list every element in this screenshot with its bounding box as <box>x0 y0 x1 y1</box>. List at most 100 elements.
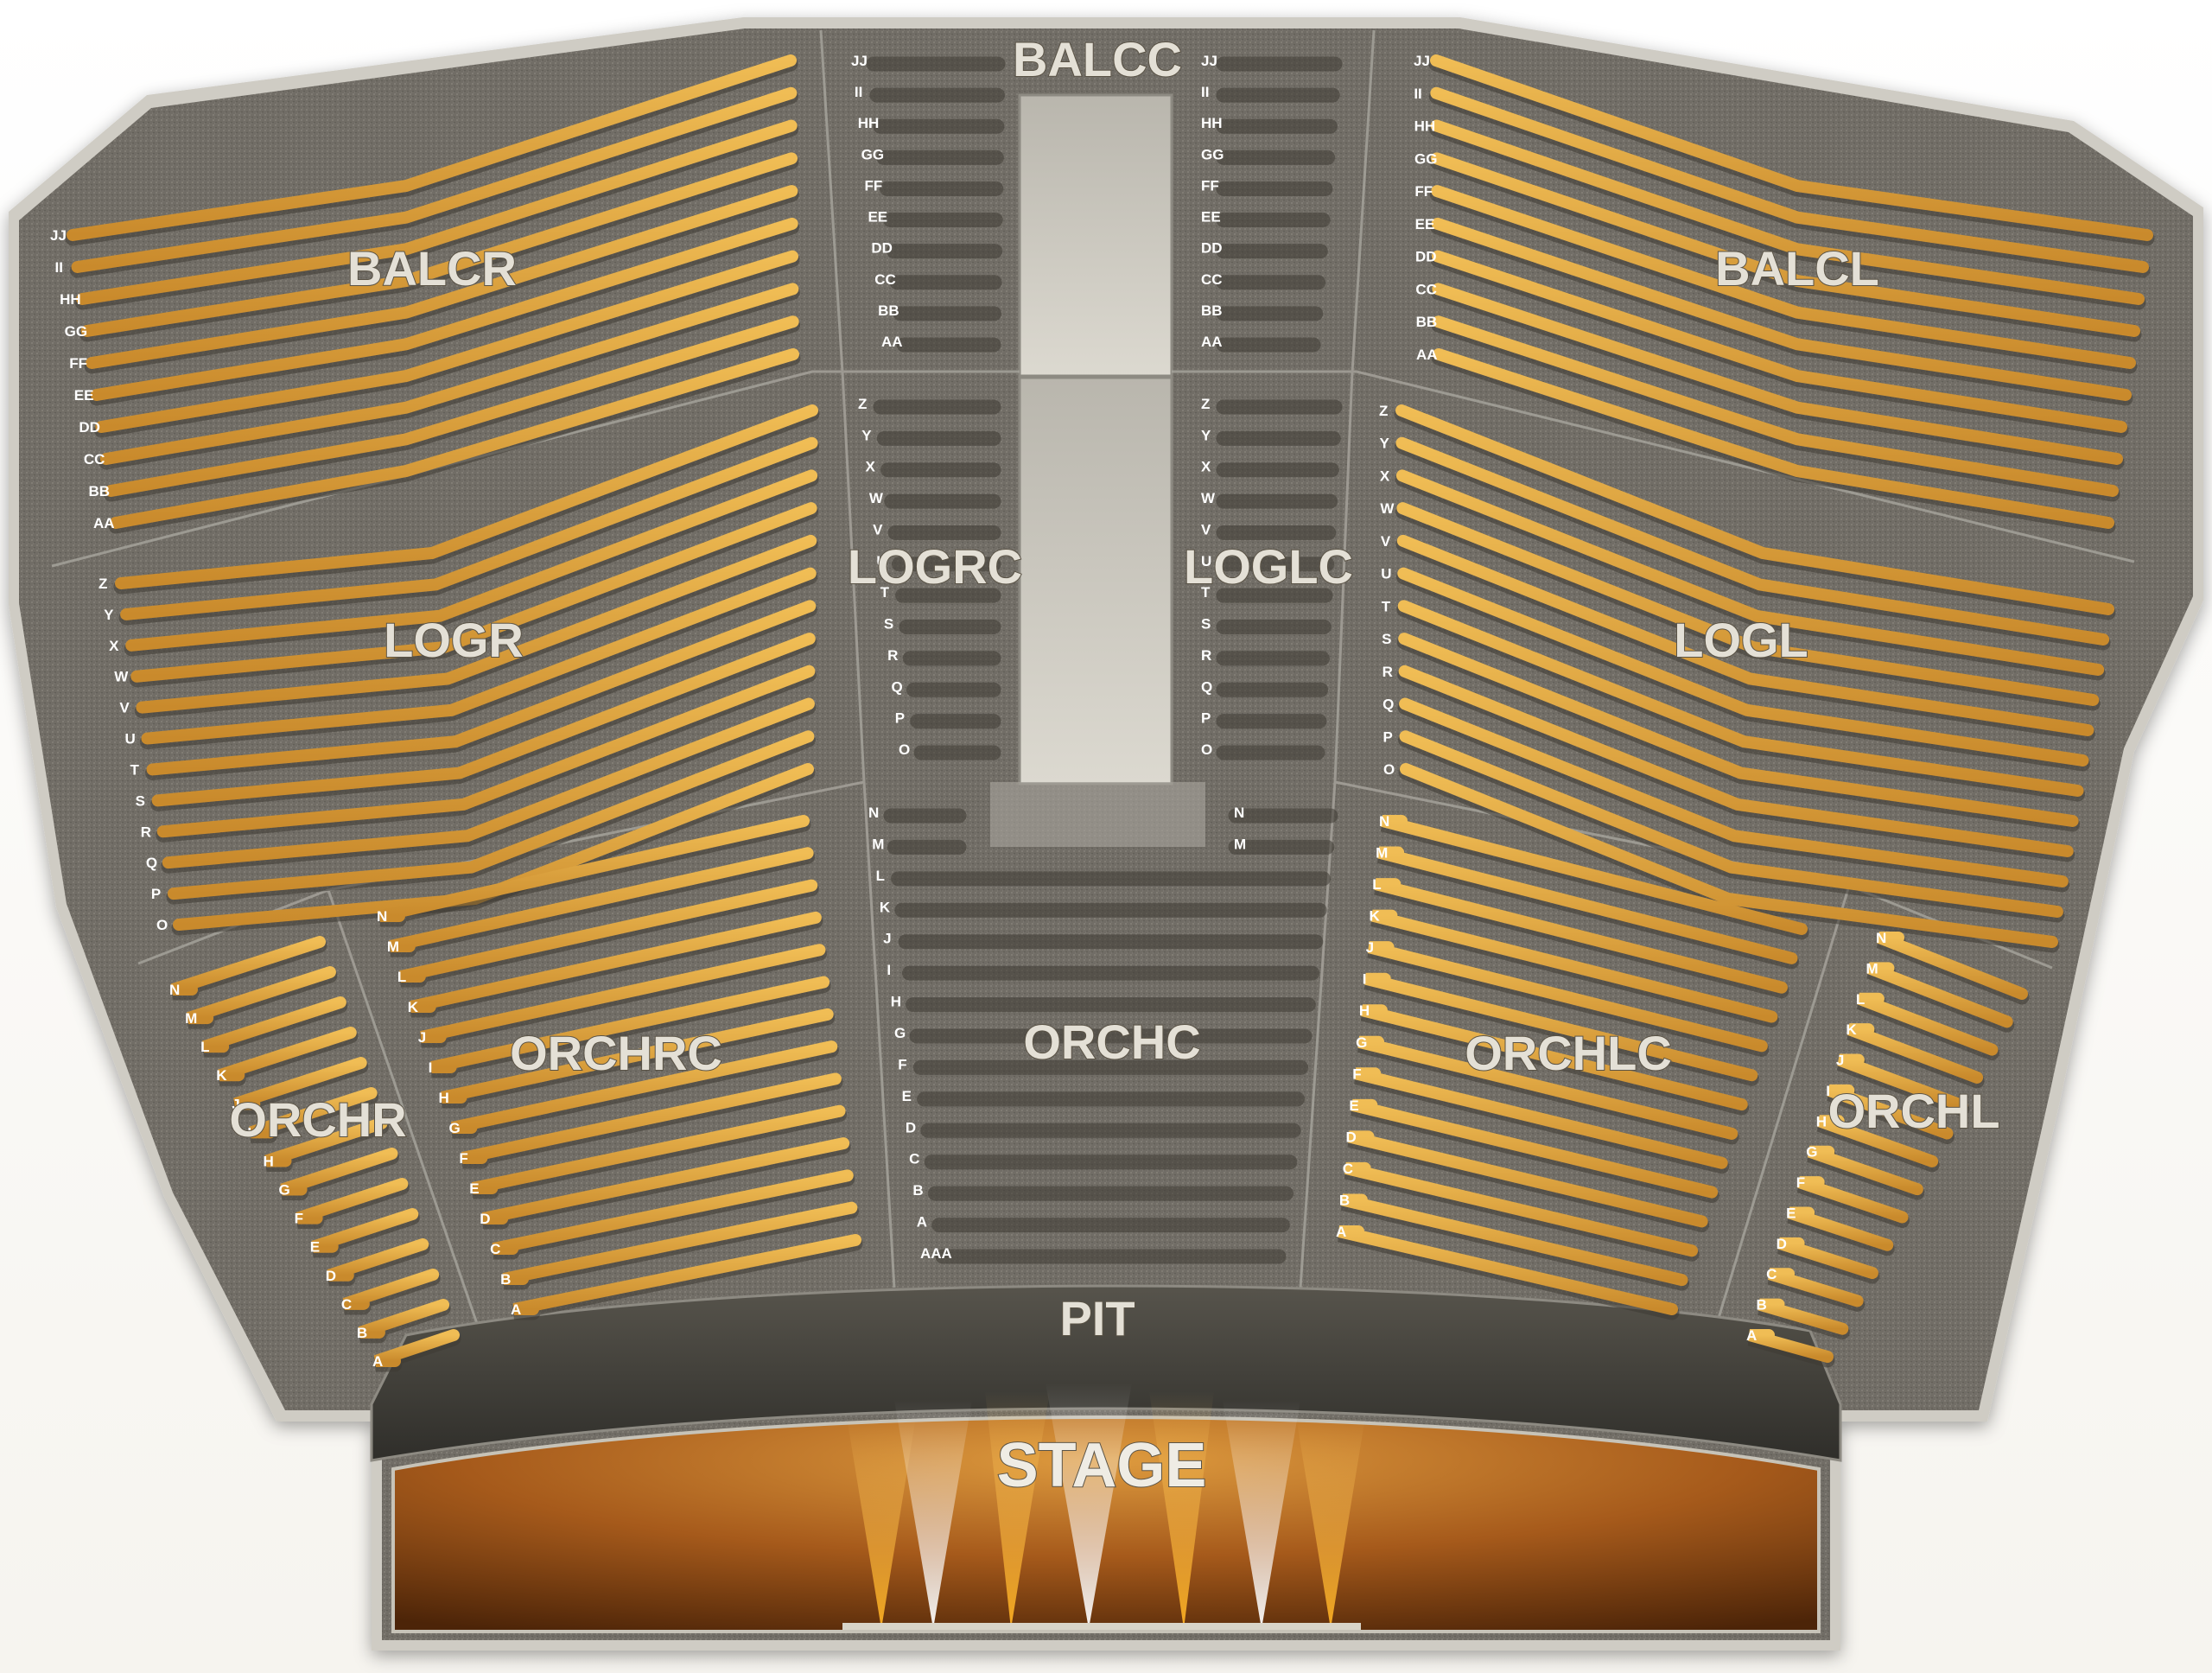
seat-row[interactable] <box>1432 283 2123 465</box>
seat-row[interactable] <box>512 1234 861 1315</box>
seat-row[interactable] <box>105 315 799 497</box>
seat-row[interactable] <box>146 600 817 776</box>
seat-row[interactable] <box>218 1027 357 1082</box>
seat-row[interactable] <box>1399 730 2063 918</box>
seat-row[interactable] <box>1338 1225 1678 1315</box>
seat-row[interactable] <box>141 567 817 745</box>
seat-row[interactable] <box>1364 972 1758 1082</box>
seat-row[interactable] <box>130 502 817 683</box>
seat-row[interactable] <box>86 185 798 369</box>
seat-row[interactable] <box>1433 348 2114 529</box>
seat-row[interactable] <box>1397 567 2089 767</box>
seat-row[interactable] <box>1432 250 2127 433</box>
seat-row[interactable] <box>67 54 797 241</box>
seat-row[interactable] <box>115 404 818 589</box>
seat-row[interactable] <box>389 847 814 952</box>
seat-row[interactable] <box>136 534 817 714</box>
seat-row[interactable] <box>1432 315 2119 497</box>
seat-row[interactable] <box>95 250 798 433</box>
seat-row[interactable] <box>233 1057 367 1110</box>
seat-row[interactable] <box>71 86 798 273</box>
seat-row[interactable] <box>264 1117 388 1167</box>
seat-row[interactable] <box>1430 119 2145 305</box>
seat-row[interactable] <box>1347 1130 1708 1228</box>
seat-row[interactable] <box>162 697 815 869</box>
seat-row[interactable] <box>110 348 799 529</box>
seat-row[interactable] <box>1768 1268 1864 1307</box>
seat-row[interactable] <box>450 1040 838 1134</box>
seat-row[interactable] <box>1354 1067 1728 1169</box>
seat-row[interactable] <box>120 436 818 620</box>
seat-row[interactable] <box>76 119 798 305</box>
seat-row[interactable] <box>327 1238 429 1282</box>
seat-row[interactable] <box>1837 1053 1968 1112</box>
seat-row[interactable] <box>430 976 830 1073</box>
seat-row[interactable] <box>99 283 799 465</box>
seat-row[interactable] <box>342 1269 440 1310</box>
seat-row[interactable] <box>1777 1237 1878 1280</box>
seat-row[interactable] <box>1817 1115 1939 1167</box>
seat-row[interactable] <box>373 1329 460 1367</box>
seat-row[interactable] <box>1748 1329 1834 1363</box>
seat-row[interactable] <box>471 1104 846 1194</box>
seat-row[interactable] <box>1351 1098 1719 1199</box>
seat-row[interactable] <box>80 152 798 337</box>
seat-row[interactable] <box>186 966 336 1025</box>
seat-row[interactable] <box>1787 1206 1894 1251</box>
seat-row[interactable] <box>1847 1023 1984 1084</box>
seat-row[interactable] <box>125 469 818 652</box>
seat-row[interactable] <box>1344 1161 1699 1257</box>
seat-row[interactable] <box>1400 763 2058 948</box>
seat-row[interactable] <box>441 1008 834 1104</box>
seat-row[interactable] <box>311 1208 419 1253</box>
seat-row[interactable] <box>1381 815 1808 935</box>
seat-row[interactable] <box>1374 878 1788 994</box>
seat-row[interactable] <box>1395 469 2105 676</box>
seat-row[interactable] <box>249 1087 378 1139</box>
seat-row[interactable] <box>410 911 822 1013</box>
seat-row[interactable] <box>492 1169 854 1255</box>
seat-row[interactable] <box>1398 633 2079 827</box>
seat-row[interactable] <box>1377 846 1798 964</box>
seat-row[interactable] <box>1398 665 2074 857</box>
seat-row[interactable] <box>502 1201 858 1285</box>
seat-row[interactable] <box>1431 217 2132 401</box>
seat-row[interactable] <box>1357 1035 1738 1140</box>
seat-row[interactable] <box>481 1137 850 1225</box>
seat-row[interactable] <box>1866 962 2013 1028</box>
seat-row[interactable] <box>1397 600 2084 797</box>
seat-row[interactable] <box>420 944 826 1043</box>
seat-row[interactable] <box>296 1178 409 1225</box>
seat-row[interactable] <box>1430 86 2149 273</box>
seat-row[interactable] <box>461 1072 842 1164</box>
seat-row[interactable] <box>378 815 810 922</box>
seat-row[interactable] <box>90 217 798 401</box>
seat-row[interactable] <box>1430 54 2153 241</box>
seat-row[interactable] <box>399 879 818 983</box>
seat-row[interactable] <box>1827 1084 1954 1140</box>
seat-row[interactable] <box>151 633 816 807</box>
seat-row[interactable] <box>1431 152 2140 337</box>
seat-row[interactable] <box>1857 992 1999 1056</box>
seat-row[interactable] <box>1431 185 2136 369</box>
seat-row[interactable] <box>170 936 326 996</box>
seat-row[interactable] <box>358 1299 450 1339</box>
seat-row[interactable] <box>1396 502 2100 706</box>
seat-row[interactable] <box>1361 1004 1748 1111</box>
seat-row[interactable] <box>1370 909 1778 1023</box>
seat-row[interactable] <box>1395 404 2114 615</box>
seat-row[interactable] <box>1758 1298 1849 1335</box>
seat-row[interactable] <box>201 996 346 1053</box>
seat-row[interactable] <box>1341 1193 1688 1287</box>
seat-row[interactable] <box>280 1148 398 1196</box>
